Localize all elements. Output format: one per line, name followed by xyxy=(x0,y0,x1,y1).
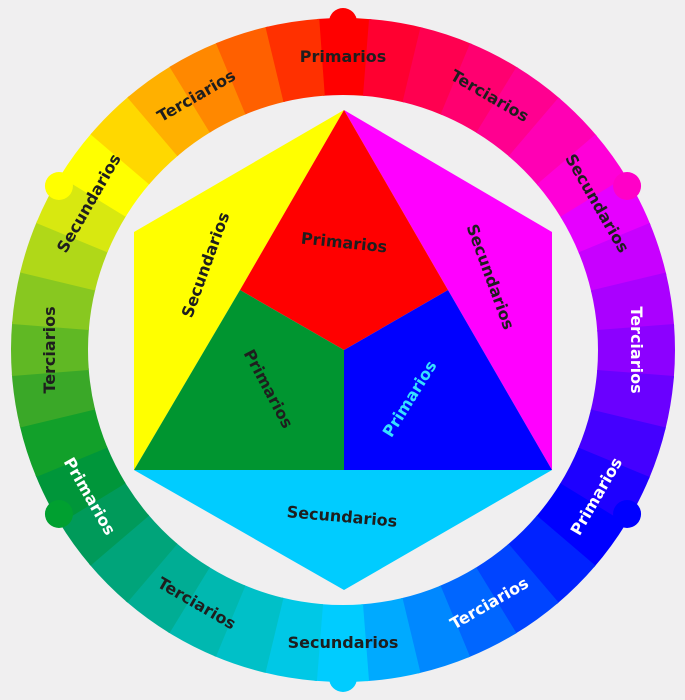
ring-label: Terciarios xyxy=(40,306,59,393)
ring-segment xyxy=(578,222,667,293)
ring-segment xyxy=(476,66,561,158)
ring-segment xyxy=(89,514,178,603)
ring-dot xyxy=(329,664,357,692)
center-hexagon: Primarios Primarios Primarios Secundario… xyxy=(134,110,552,590)
ring-segment xyxy=(11,368,96,428)
secundarios-cyan-region xyxy=(134,470,552,590)
ring-segment xyxy=(597,323,675,379)
ring-segment xyxy=(400,585,471,674)
ring-segment xyxy=(536,134,628,219)
ring-segment xyxy=(535,483,627,568)
ring-label: Primarios xyxy=(300,47,386,66)
ring-segment xyxy=(169,42,248,133)
ring-segment xyxy=(590,272,675,332)
ring-segment xyxy=(314,604,370,682)
ring-dot xyxy=(613,500,642,528)
ring-segment xyxy=(90,96,179,185)
secundarios-yellow-region xyxy=(134,110,344,470)
ring-segment xyxy=(10,321,89,377)
ring-segment xyxy=(127,65,212,157)
primarios-blue-region xyxy=(344,290,552,470)
ring-dot xyxy=(329,8,357,36)
ring-segment xyxy=(507,515,596,604)
ring-segment xyxy=(577,409,666,480)
primarios-green-region xyxy=(134,290,344,470)
ring-segment xyxy=(59,132,151,217)
ring-segment xyxy=(474,543,559,635)
ring-segment xyxy=(58,481,150,566)
ring-label: Terciarios xyxy=(627,306,646,393)
ring-segment xyxy=(215,26,286,115)
ring-label: Secundarios xyxy=(288,633,399,652)
ring-segment xyxy=(213,584,284,673)
ring-segment xyxy=(19,407,108,478)
ring-segment xyxy=(440,43,519,134)
ring-segment xyxy=(20,220,109,291)
ring-segment xyxy=(167,566,246,657)
ring-dots xyxy=(44,8,642,692)
ring-dot xyxy=(613,172,642,200)
ring-segment xyxy=(316,18,372,96)
ring-segment xyxy=(508,97,597,186)
ring-segment xyxy=(438,567,517,658)
ring-segment xyxy=(125,542,210,634)
ring-segment xyxy=(265,18,325,103)
primarios-red-region xyxy=(240,110,448,350)
ring-dot xyxy=(44,172,73,200)
ring-segment xyxy=(361,597,421,682)
ring-segment xyxy=(402,27,473,116)
ring-dot xyxy=(44,500,73,528)
